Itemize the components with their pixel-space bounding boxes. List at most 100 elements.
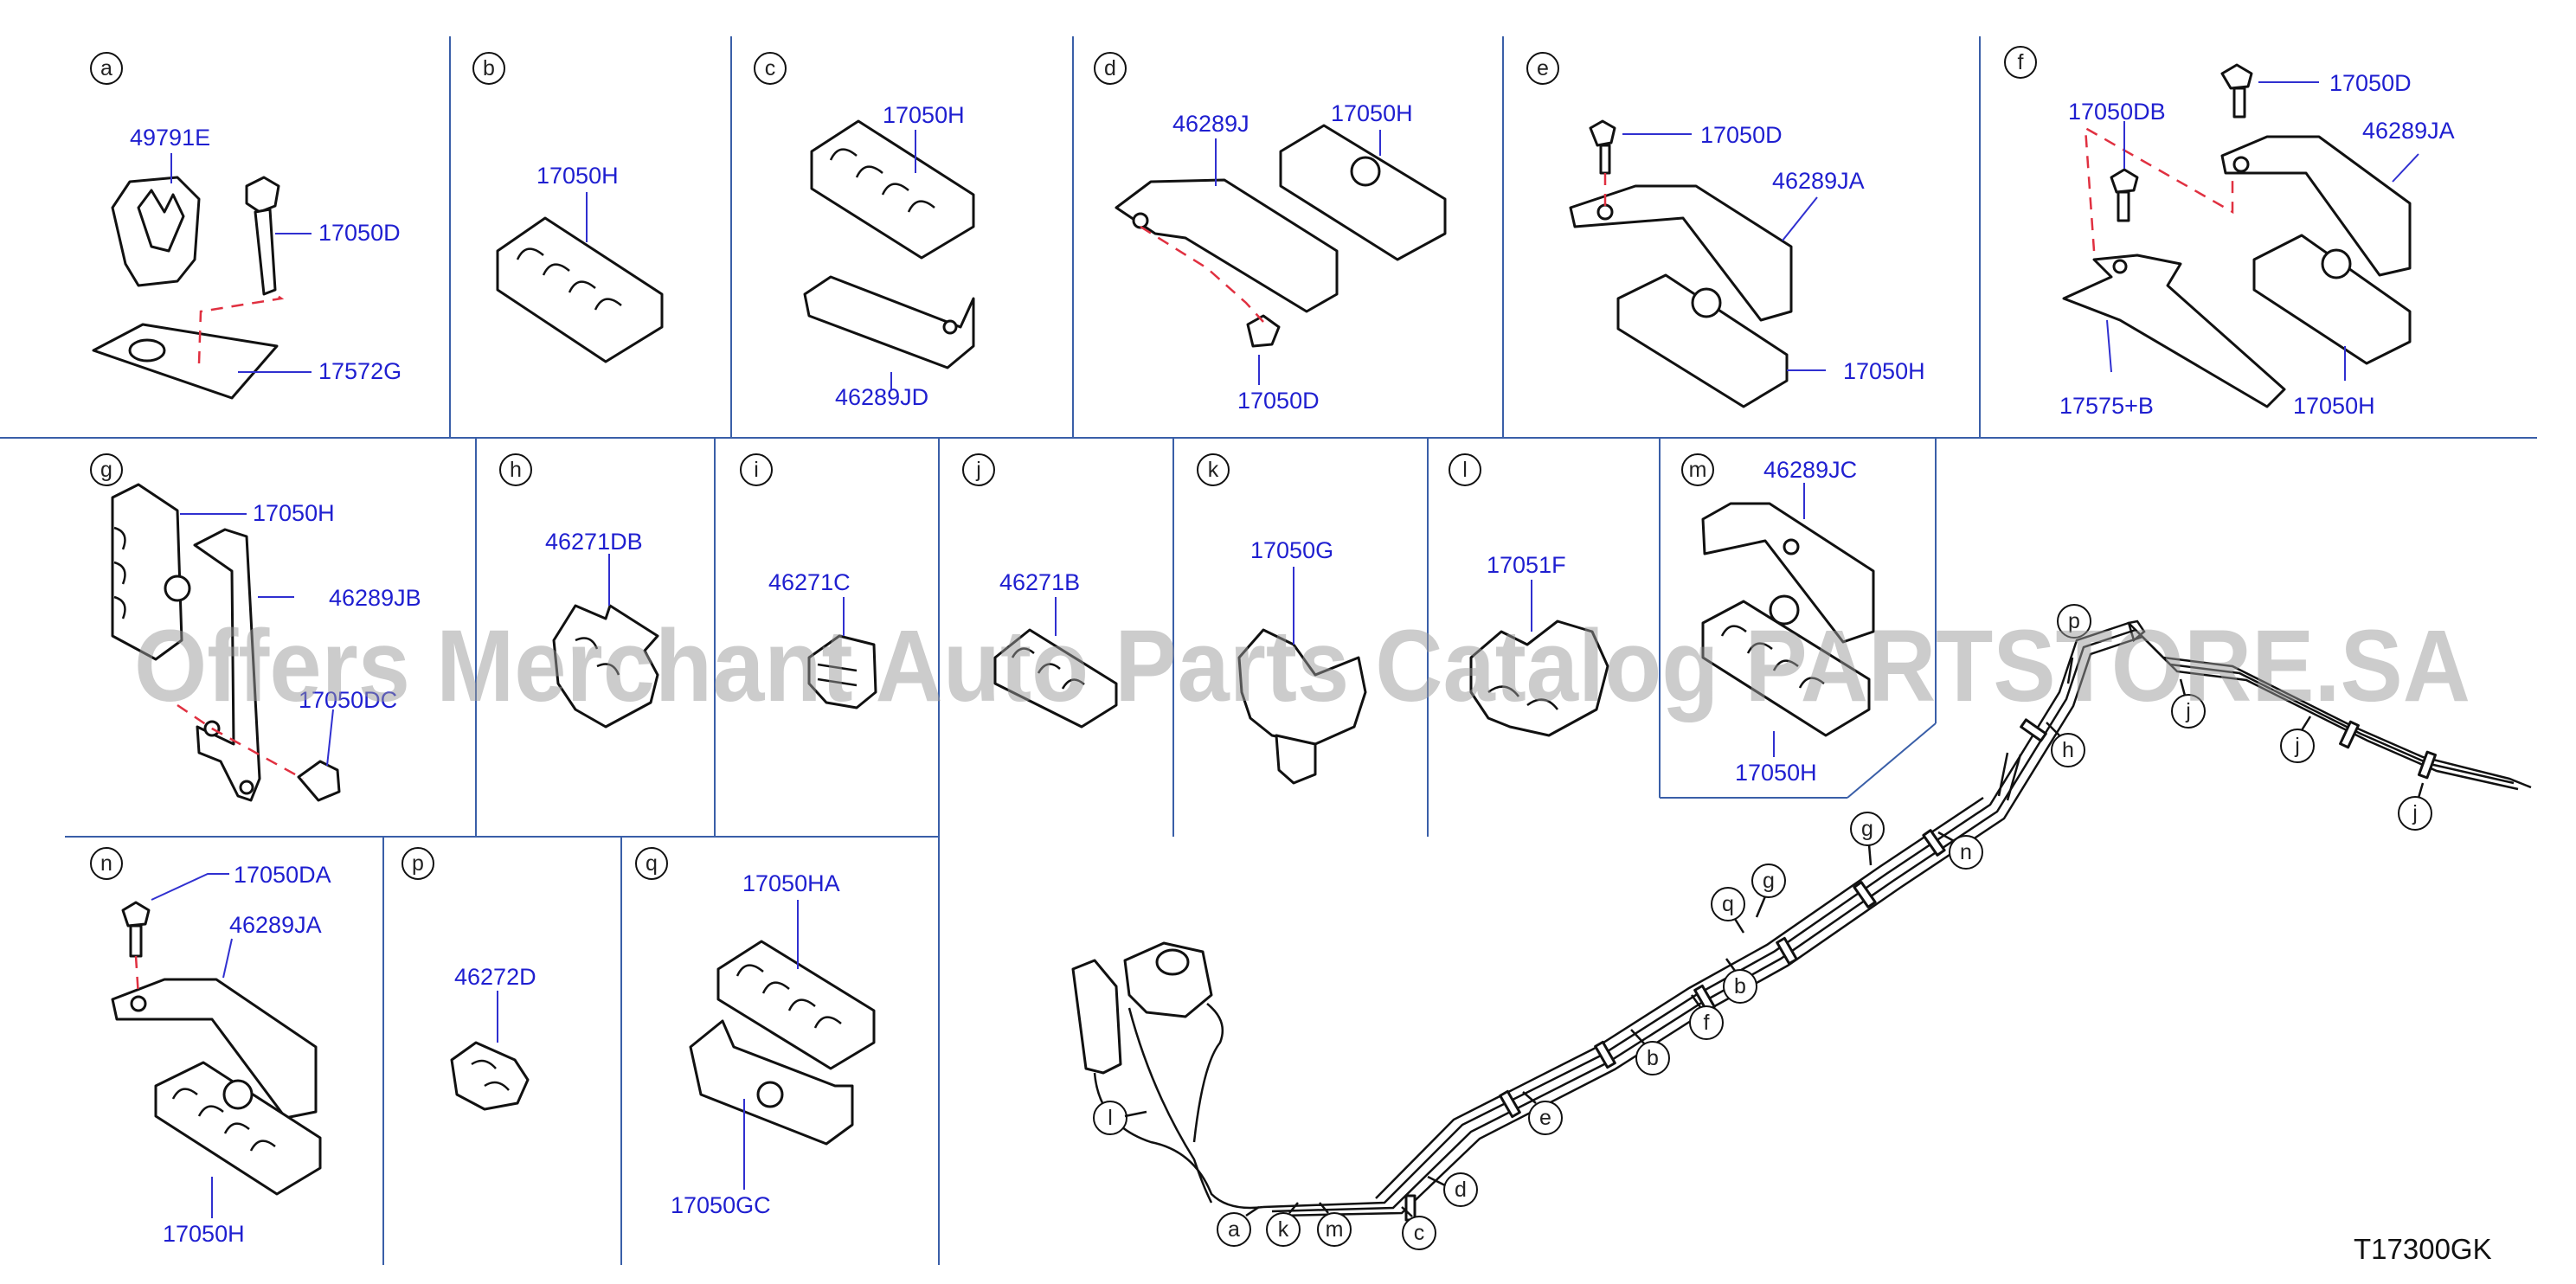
svg-text:g: g [100,458,112,482]
svg-text:k: k [1278,1217,1289,1242]
svg-text:n: n [1960,840,1972,864]
callout-k: k [1266,1202,1301,1247]
clamp-17050H-shape [1279,124,1447,261]
part-number-46289JA[interactable]: 46289JA [229,912,322,938]
panel-m-parts [1701,483,1875,757]
svg-text:c: c [765,56,776,80]
clamp-17050H-shape [1701,600,1871,737]
panel-grid [0,36,2537,1265]
part-number-17050H[interactable]: 17050H [253,500,335,526]
callout-b-2: b [1723,958,1757,1004]
part-number-17050GC[interactable]: 17050GC [671,1192,771,1218]
clamp-17050H-shape [810,119,975,260]
part-number-17050D[interactable]: 17050D [2329,70,2412,96]
part-number-17050H[interactable]: 17050H [1735,760,1817,786]
svg-text:m: m [1326,1217,1344,1242]
clamp-17050H-shape [1616,273,1789,408]
svg-text:p: p [412,851,424,876]
callout-p: p [2057,604,2091,639]
callout-n: n [1937,831,1983,870]
svg-text:n: n [100,851,112,876]
part-number-17050H[interactable]: 17050H [883,102,965,128]
svg-text:g: g [1763,869,1775,893]
master-cylinder-shape [1071,959,1122,1075]
part-number-46271DB[interactable]: 46271DB [545,529,643,555]
callout-c: c [1401,1206,1436,1250]
bracket-46289JD-shape [803,275,975,369]
callout-f: f [1689,994,1724,1040]
part-number-46272D[interactable]: 46272D [454,964,536,990]
panel-letter-k: k [1197,453,1230,486]
svg-text:q: q [1722,892,1734,916]
svg-text:a: a [100,56,112,80]
svg-text:f: f [2018,50,2024,74]
part-number-17051F[interactable]: 17051F [1487,552,1566,578]
panel-letter-j: j [962,453,995,486]
bracket-46289J-shape [1115,178,1339,313]
bracket-17575+B-shape [2062,254,2286,408]
part-number-46289JA[interactable]: 46289JA [1772,168,1865,194]
panel-j-parts [993,597,1118,729]
bolt-17050D-shape [1589,119,1616,147]
bracket-46289JA-shape [111,978,318,1120]
svg-text:h: h [2062,738,2074,762]
part-number-46289JB[interactable]: 46289JB [329,585,421,611]
callout-l: l [1093,1101,1147,1135]
bolt-17050D-shape [2220,63,2253,90]
panel-letter-i: i [740,453,773,486]
part-number-46289JA[interactable]: 46289JA [2362,118,2455,144]
part-number-17050D[interactable]: 17050D [1700,122,1783,148]
panel-k-parts [1237,567,1367,785]
part-number-49791E[interactable]: 49791E [130,125,210,151]
callout-g-2: g [1850,812,1885,866]
clip-17051F-shape [1469,620,1609,737]
part-number-46271B[interactable]: 46271B [999,569,1080,595]
part-number-46289JC[interactable]: 46289JC [1763,457,1857,483]
svg-text:j: j [2185,699,2191,723]
clip-17050G-shape [1237,628,1367,746]
svg-text:m: m [1689,458,1707,482]
panel-letter-b: b [472,52,505,85]
part-number-17050DC[interactable]: 17050DC [299,687,397,713]
callout-e: e [1522,1091,1563,1135]
part-number-17050D[interactable]: 17050D [1237,388,1320,414]
svg-text:j: j [2412,801,2418,825]
bracket-46289JB-shape [193,528,261,802]
callout-j-3: j [2398,782,2432,831]
part-number-17572G[interactable]: 17572G [318,358,401,384]
part-number-17050H[interactable]: 17050H [1843,358,1925,384]
part-number-17050H[interactable]: 17050H [163,1221,245,1247]
part-number-46289J[interactable]: 46289J [1172,111,1249,137]
brake-line-assembly [1071,620,2532,1222]
panel-letter-c: c [754,52,787,85]
panel-letter-p: p [401,847,434,880]
clip-46271C-shape [807,634,877,709]
panel-letter-g: g [90,453,123,486]
panel-letter-m: m [1681,453,1714,486]
part-number-17575+B[interactable]: 17575+B [2059,393,2154,419]
callout-q: q [1711,887,1745,934]
panel-letter-a: a [90,52,123,85]
part-number-17050H[interactable]: 17050H [2293,393,2375,419]
panel-letter-n: n [90,847,123,880]
part-number-17050DA[interactable]: 17050DA [234,862,331,888]
clamp-17050HA-shape [716,940,876,1070]
clip-46271DB-shape [552,604,659,729]
part-number-17050H[interactable]: 17050H [1331,100,1413,126]
part-number-17050D[interactable]: 17050D [318,220,401,246]
part-number-46271C[interactable]: 46271C [768,569,851,595]
bracket-46289JC-shape [1701,502,1875,644]
svg-text:l: l [1108,1106,1113,1130]
watermark-text: Offers Merchant Auto Parts Catalog PARTS… [134,609,2470,723]
part-number-17050DB[interactable]: 17050DB [2068,99,2166,125]
part-number-17050HA[interactable]: 17050HA [742,870,840,896]
part-number-46289JD[interactable]: 46289JD [835,384,928,410]
part-number-17050H[interactable]: 17050H [536,163,619,189]
svg-text:g: g [1861,817,1873,841]
bracket-46289JA-shape [2220,135,2412,277]
panel-letter-l: l [1449,453,1481,486]
panel-n-parts [111,873,322,1218]
part-number-17050G[interactable]: 17050G [1250,537,1333,563]
svg-text:e: e [1539,1106,1551,1130]
